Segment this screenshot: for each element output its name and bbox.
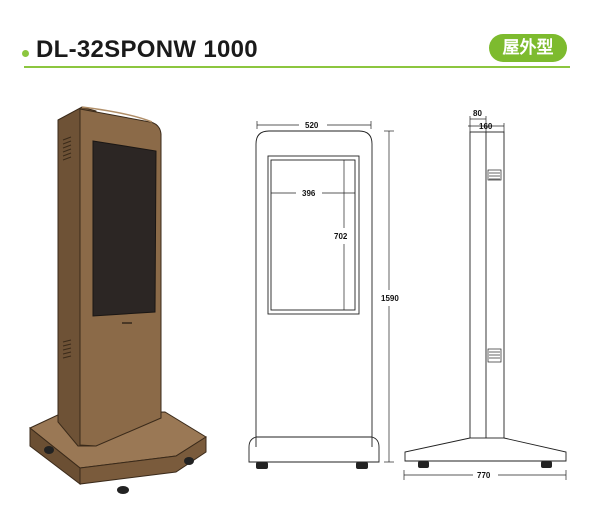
- dim-screen-width: 396: [302, 189, 316, 198]
- wheel-icon: [117, 486, 129, 494]
- page-title: DL-32SPONW 1000: [36, 36, 258, 63]
- wheel-icon: [256, 462, 268, 469]
- kiosk-3d-render: [29, 106, 207, 494]
- wheel-icon: [184, 457, 194, 465]
- base-side-face: [79, 436, 207, 485]
- title-bullet: [22, 50, 29, 57]
- wheel-icon: [418, 461, 429, 468]
- dim-base-width: 770: [477, 471, 491, 480]
- vent-slots-icon: [487, 169, 502, 363]
- wheel-icon: [541, 461, 552, 468]
- wheel-icon: [356, 462, 368, 469]
- dim-height: 1590: [381, 294, 399, 303]
- title-underline: [24, 66, 570, 68]
- outdoor-type-badge: 屋外型: [489, 34, 567, 62]
- dimension-lines: [256, 116, 567, 480]
- front-view-drawing: [248, 130, 380, 463]
- wheel-icon: [44, 446, 54, 454]
- vent-slots-icon: [62, 136, 72, 359]
- dim-width: 520: [305, 121, 319, 130]
- dim-body-depth: 160: [479, 122, 493, 131]
- side-view-drawing: [404, 131, 567, 462]
- screen-panel: [92, 140, 157, 317]
- dim-top-depth: 80: [473, 109, 482, 118]
- dim-screen-height: 702: [334, 232, 348, 241]
